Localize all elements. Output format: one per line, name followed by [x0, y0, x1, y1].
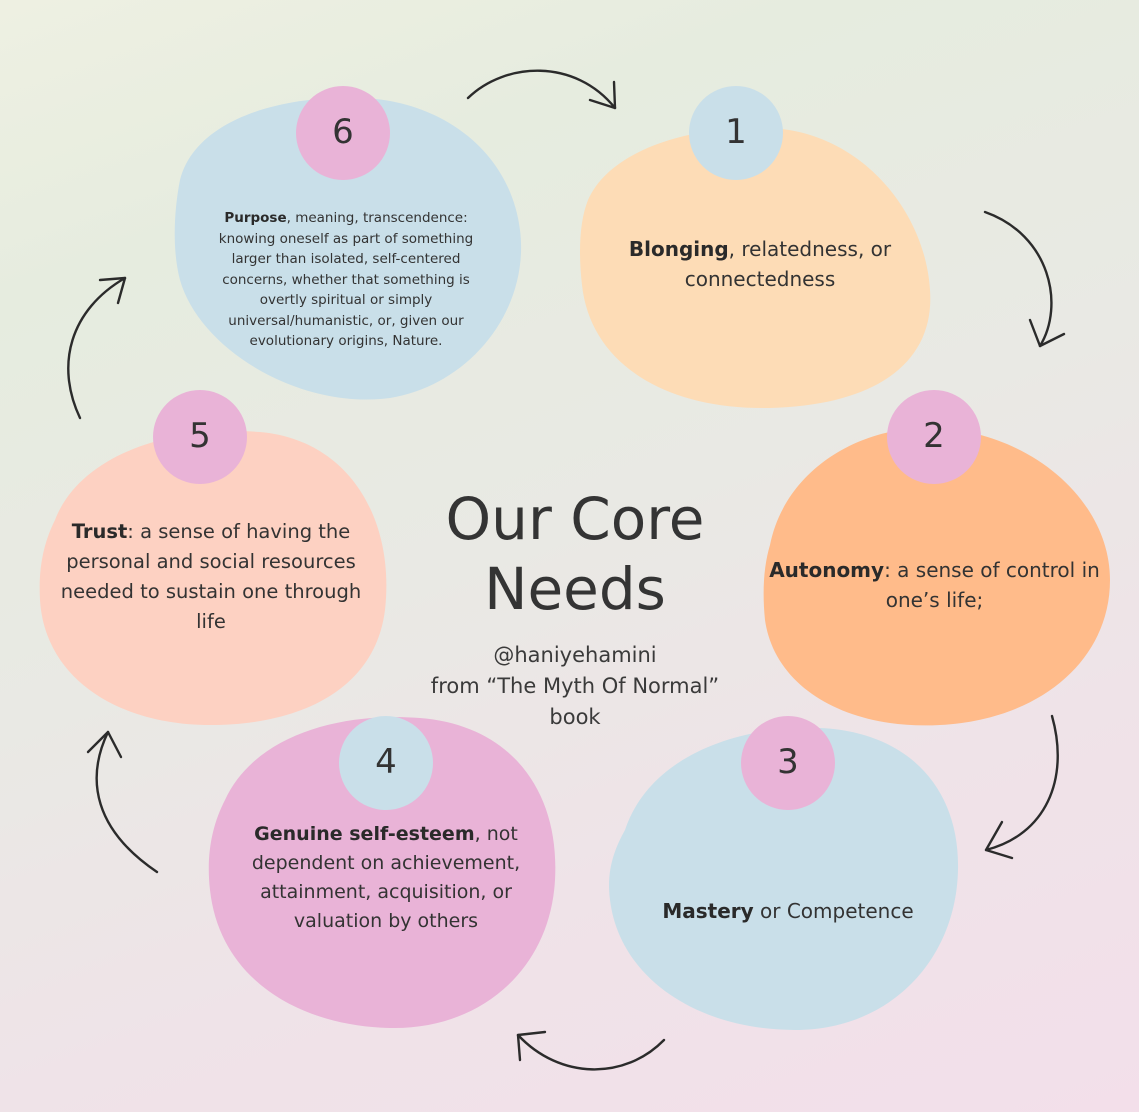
need-3-badge: [741, 716, 835, 810]
need-4-description: , not dependent on achievement, attainme…: [251, 823, 521, 932]
need-4-text: Genuine self-esteem, not dependent on ac…: [236, 820, 536, 936]
need-2-blob: [763, 427, 1110, 726]
need-2-description: : a sense of control in one’s life;: [884, 558, 1100, 612]
need-6-keyword: Purpose: [224, 210, 287, 226]
need-6-text: Purpose, meaning, transcendence: knowing…: [198, 208, 494, 352]
need-6-number: 6: [332, 112, 354, 152]
need-1-text: Blonging, relatedness, or connectedness: [600, 234, 920, 294]
need-1-badge: [689, 86, 783, 180]
need-5-keyword: Trust: [71, 520, 128, 543]
need-2-text: Autonomy: a sense of control in one’s li…: [762, 555, 1107, 615]
need-6-description: , meaning, transcendence: knowing onesel…: [218, 210, 474, 349]
need-1-blob: [580, 127, 931, 409]
need-2-keyword: Autonomy: [769, 558, 885, 582]
need-4-badge: [339, 716, 433, 810]
need-5-description: : a sense of having the personal and soc…: [60, 520, 362, 633]
need-3-blob: [609, 727, 959, 1030]
diagram-title: Our Core Needs: [445, 485, 705, 623]
need-4-blob: [208, 717, 556, 1029]
need-5-blob: [39, 431, 387, 725]
need-3-keyword: Mastery: [662, 899, 754, 923]
need-1-keyword: Blonging: [628, 237, 729, 261]
need-6-badge: [296, 86, 390, 180]
source-line: from “The Myth Of Normal”: [430, 674, 720, 698]
source-suffix: book: [549, 705, 601, 729]
arrow-4-to-5: [86, 730, 159, 874]
credit-block: @haniyehamini from “The Myth Of Normal” …: [370, 640, 780, 733]
need-4-keyword: Genuine self-esteem: [254, 823, 475, 845]
arrow-6-to-1: [466, 69, 617, 110]
need-4-number: 4: [375, 742, 397, 782]
need-3-text: Mastery or Competence: [628, 896, 948, 926]
arrow-2-to-3: [984, 714, 1059, 860]
author-handle: @haniyehamini: [493, 643, 657, 667]
need-3-number: 3: [777, 742, 799, 782]
arrow-3-to-4: [516, 1030, 666, 1071]
need-1-number: 1: [725, 112, 747, 152]
need-5-badge: [153, 390, 247, 484]
need-3-description: or Competence: [753, 899, 914, 923]
need-2-number: 2: [923, 416, 945, 456]
need-6-blob: [174, 97, 522, 400]
need-5-text: Trust: a sense of having the personal an…: [46, 517, 376, 637]
arrow-1-to-2: [983, 210, 1066, 348]
need-5-number: 5: [189, 416, 211, 456]
need-1-description: , relatedness, or connectedness: [684, 237, 892, 291]
need-2-badge: [887, 390, 981, 484]
arrow-5-to-6: [67, 276, 127, 420]
